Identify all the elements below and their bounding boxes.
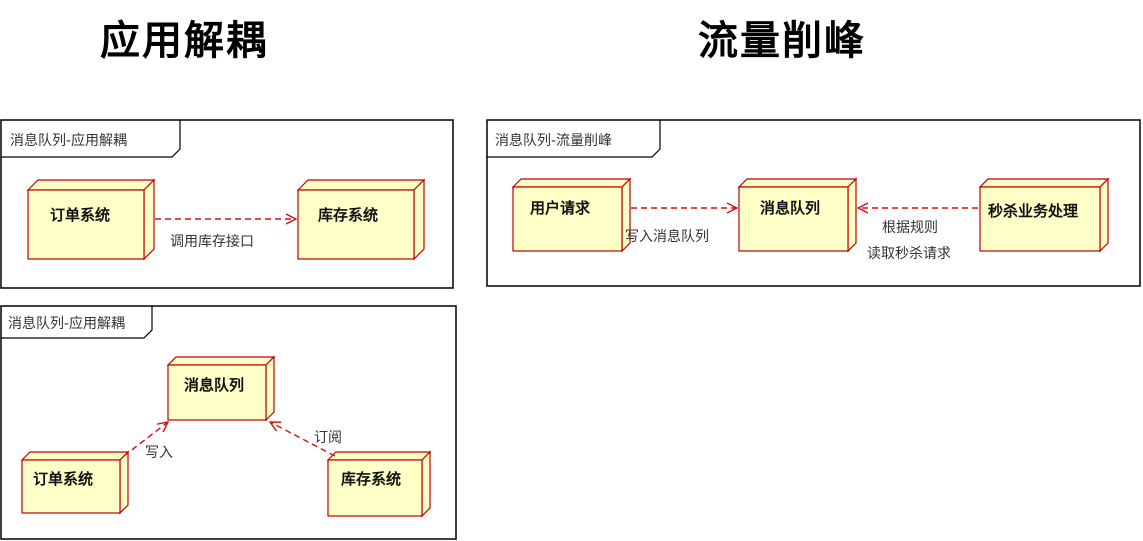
frame-label: 消息队列-流量削峰 — [495, 132, 612, 149]
edge-label: 写入 — [145, 445, 173, 461]
node-stock-system[interactable]: 库存系统 — [326, 450, 432, 518]
diagram-decoupling-direct: 消息队列-应用解耦 订单系统 库存系统 调用库存接口 — [0, 119, 454, 289]
node-message-queue[interactable]: 消息队列 — [166, 355, 276, 422]
node-label: 消息队列 — [760, 199, 820, 217]
node-label: 秒杀业务处理 — [988, 202, 1078, 220]
frame-label: 消息队列-应用解耦 — [8, 315, 125, 332]
diagram-peak-shaving: 消息队列-流量削峰 用户请求 消息队列 秒杀业务处理 写入消息队列 根据规则 读… — [486, 119, 1141, 287]
edge-subscribe — [270, 422, 336, 457]
frame-label: 消息队列-应用解耦 — [10, 132, 127, 149]
frame-tab — [487, 120, 661, 158]
edge-label: 调用库存接口 — [170, 233, 254, 250]
frame-box — [0, 119, 454, 289]
edge-label: 写入消息队列 — [625, 228, 709, 245]
heading-peak-shaving: 流量削峰 — [698, 18, 866, 64]
node-message-queue[interactable]: 消息队列 — [737, 177, 858, 253]
node-label: 库存系统 — [318, 206, 378, 224]
node-label: 订单系统 — [33, 470, 93, 488]
node-label: 订单系统 — [50, 206, 110, 224]
heading-decoupling: 应用解耦 — [100, 18, 268, 64]
frame-tab — [1, 306, 153, 339]
frame-box — [486, 119, 1141, 287]
node-order-system[interactable]: 订单系统 — [20, 450, 130, 515]
frame-box — [0, 305, 457, 540]
node-user-request[interactable]: 用户请求 — [511, 177, 632, 253]
frame-tab — [1, 120, 181, 158]
diagram-decoupling-mq: 消息队列-应用解耦 消息队列 订单系统 库存系统 写入 订阅 — [0, 305, 457, 540]
edge-label: 订阅 — [314, 430, 342, 446]
edge-label-line2: 读取秒杀请求 — [867, 245, 951, 262]
node-label: 库存系统 — [341, 470, 401, 488]
node-order-system[interactable]: 订单系统 — [26, 178, 156, 261]
node-seckill-processing[interactable]: 秒杀业务处理 — [978, 177, 1110, 253]
node-label: 消息队列 — [184, 376, 244, 394]
node-stock-system[interactable]: 库存系统 — [296, 178, 426, 261]
node-label: 用户请求 — [530, 199, 591, 217]
edge-label-line1: 根据规则 — [882, 220, 938, 236]
